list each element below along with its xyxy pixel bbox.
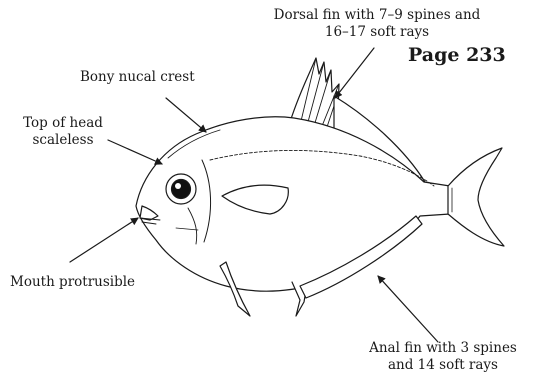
dorsal-fin-label-line2: 16–17 soft rays — [232, 24, 522, 41]
arrow-dorsal-fin — [335, 48, 374, 98]
dorsal-fin-label: Dorsal fin with 7–9 spines and 16–17 sof… — [232, 7, 522, 41]
arrow-anal-fin — [378, 276, 438, 342]
head-label: Top of head scaleless — [8, 115, 118, 149]
caudal-fin — [448, 148, 504, 246]
anal-fin-label-line2: and 14 soft rays — [352, 357, 534, 374]
anal-fin-label-line1: Anal fin with 3 spines — [352, 340, 534, 357]
dorsal-fin-label-line1: Dorsal fin with 7–9 spines and — [232, 7, 522, 24]
anal-fin-label: Anal fin with 3 spines and 14 soft rays — [352, 340, 534, 374]
nuchal-crest-label: Bony nucal crest — [80, 69, 195, 86]
mouth-label: Mouth protrusible — [10, 274, 135, 291]
nuchal-crest-label-text: Bony nucal crest — [80, 69, 195, 86]
head-label-line2: scaleless — [8, 132, 118, 149]
mouth-label-text: Mouth protrusible — [10, 274, 135, 291]
page-label: Page 233 — [408, 44, 506, 66]
arrow-nuchal-crest — [166, 98, 206, 132]
head-label-line1: Top of head — [8, 115, 118, 132]
arrow-mouth — [70, 218, 138, 262]
eye — [166, 174, 196, 204]
